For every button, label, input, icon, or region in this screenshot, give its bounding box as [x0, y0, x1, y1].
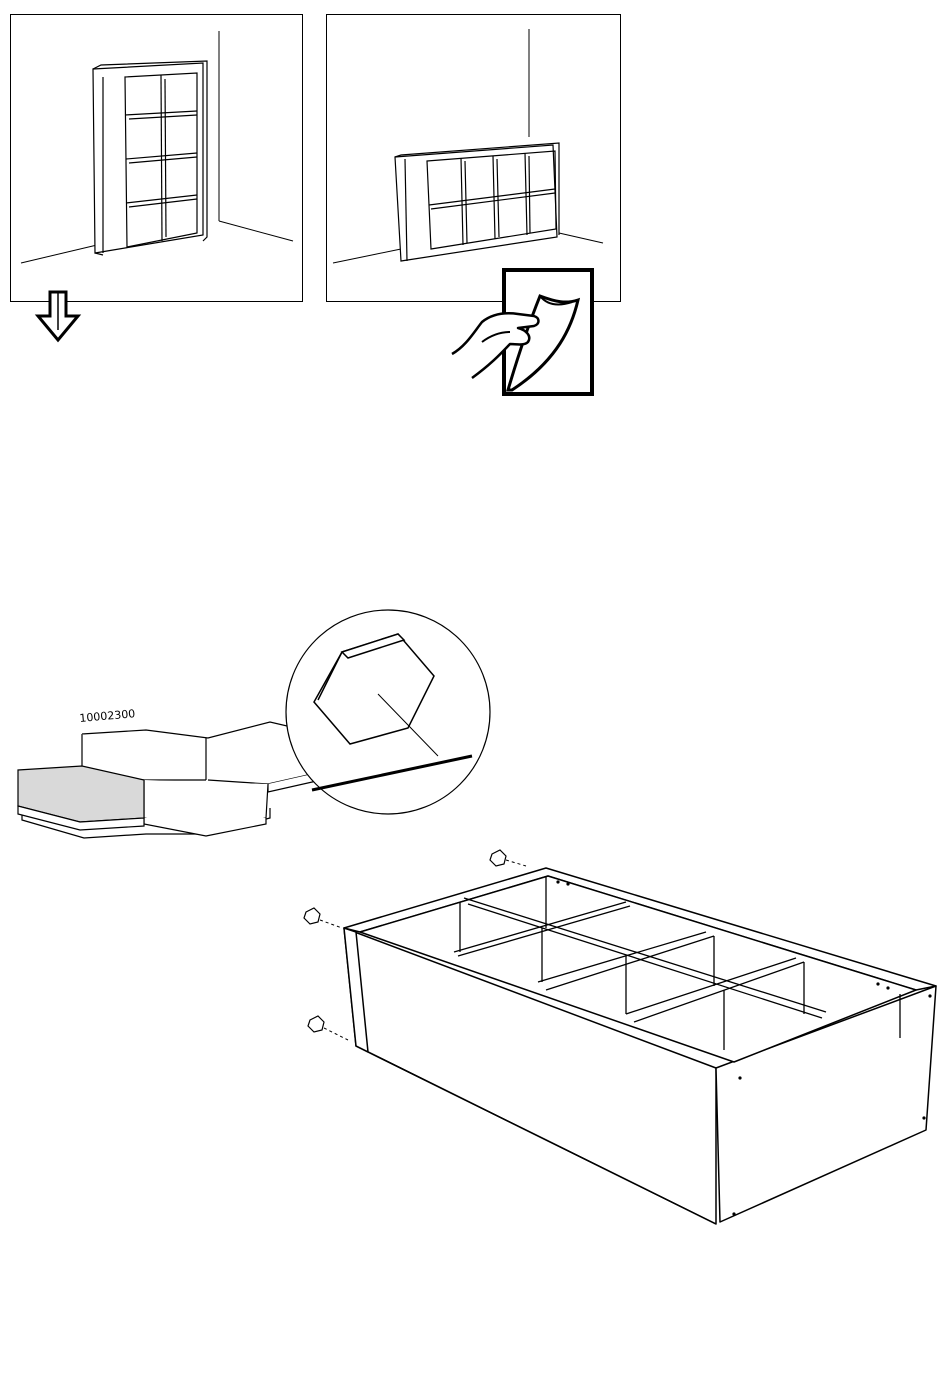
felt-pad-1: [490, 850, 506, 866]
vertical-shelf-illustration: [11, 15, 304, 303]
horizontal-shelf-illustration: [327, 15, 622, 303]
panel-horizontal-shelf: [326, 14, 621, 302]
peel-off-sticker-icon: [448, 266, 598, 398]
down-arrow-icon: [36, 290, 82, 344]
shelf-lying-assembly: [296, 846, 946, 1236]
felt-pad-2: [304, 908, 320, 924]
felt-pad-3: [308, 1016, 324, 1032]
horizontal-shelf-unit: [395, 143, 559, 261]
panel-vertical-shelf: [10, 14, 303, 302]
vertical-shelf-unit: [93, 61, 207, 255]
felt-pad-detail-zoom: [282, 606, 494, 818]
